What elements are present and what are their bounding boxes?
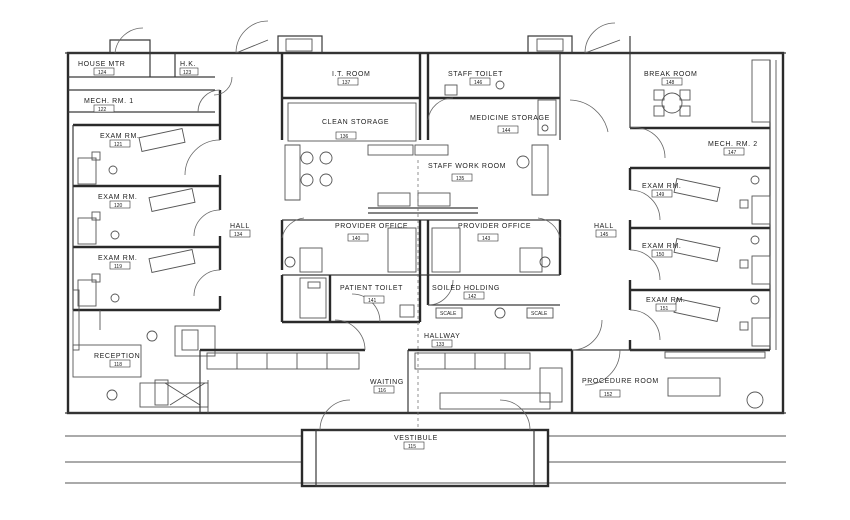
center-walls: SCALE SCALE [280,53,609,430]
room-number-exam-d: 149 [656,192,665,198]
room-number-medicine-storage: 144 [502,128,511,134]
room-name-waiting: WAITING [370,379,404,386]
room-name-clean-storage: CLEAN STORAGE [322,119,389,126]
room-number-exam-c: 119 [114,264,122,270]
scale-label-left: SCALE [440,311,457,317]
room-name-staff-work: STAFF WORK ROOM [428,163,506,170]
room-name-staff-toilet: STAFF TOILET [448,71,503,78]
room-name-exam-a: EXAM RM. [100,133,139,140]
room-number-patient-toilet: 141 [368,298,377,304]
room-name-soiled-holding: SOILED HOLDING [432,285,500,292]
room-name-vestibule: VESTIBULE [394,435,438,442]
room-number-mech2: 147 [728,150,737,156]
room-name-house-mtr: HOUSE MTR [78,61,125,68]
room-name-medicine-storage: MEDICINE STORAGE [470,115,550,122]
room-number-hall-left: 134 [234,232,243,238]
room-number-reception: 118 [114,362,122,368]
room-number-soiled-holding: 142 [468,294,477,300]
room-name-provider-right: PROVIDER OFFICE [458,223,531,230]
room-number-vestibule: 115 [408,444,416,450]
exterior-walls [65,20,786,488]
room-name-hall-right: HALL [594,223,614,230]
room-name-exam-d: EXAM RM. [642,183,681,190]
room-number-exam-a: 121 [114,142,123,148]
room-number-hk: 123 [183,70,192,76]
room-name-provider-left: PROVIDER OFFICE [335,223,408,230]
room-name-hall-left: HALL [230,223,250,230]
room-name-break-room: BREAK ROOM [644,71,697,78]
room-name-procedure: PROCEDURE ROOM [582,378,659,385]
left-wing-walls [68,53,233,408]
right-wing-walls [570,53,777,413]
room-name-patient-toilet: PATIENT TOILET [340,285,403,292]
room-number-house-mtr: 124 [98,70,107,76]
room-name-exam-f: EXAM RM. [646,297,685,304]
room-name-reception: RECEPTION [94,353,140,360]
room-number-staff-work: 135 [456,176,465,182]
room-name-exam-e: EXAM RM. [642,243,681,250]
room-number-provider-right: 143 [482,236,491,242]
room-name-exam-c: EXAM RM. [98,255,137,262]
room-number-procedure: 152 [604,392,613,398]
room-number-clean-storage: 136 [340,134,349,140]
room-labels: HOUSE MTR 124 H.K. 123 MECH. RM. 1 122 E… [78,61,758,450]
room-number-exam-b: 120 [114,203,123,209]
room-number-hallway: 133 [436,342,445,348]
room-number-staff-toilet: 146 [474,80,483,86]
room-name-mech2: MECH. RM. 2 [708,141,758,148]
room-name-it-room: I.T. ROOM [332,71,370,78]
room-number-exam-e: 150 [656,252,665,258]
hallway-walls [199,319,603,431]
room-number-hall-right: 145 [600,232,609,238]
room-number-exam-f: 151 [660,306,669,312]
room-number-waiting: 116 [378,388,386,394]
scale-label-right: SCALE [531,311,548,317]
room-number-break-room: 148 [666,80,675,86]
room-name-mech1: MECH. RM. 1 [84,98,134,105]
room-number-mech1: 122 [98,107,107,113]
room-name-hk: H.K. [180,61,196,68]
room-number-provider-left: 140 [352,236,361,242]
room-name-exam-b: EXAM RM. [98,194,137,201]
room-name-hallway: HALLWAY [424,333,460,340]
room-number-it-room: 137 [342,80,351,86]
